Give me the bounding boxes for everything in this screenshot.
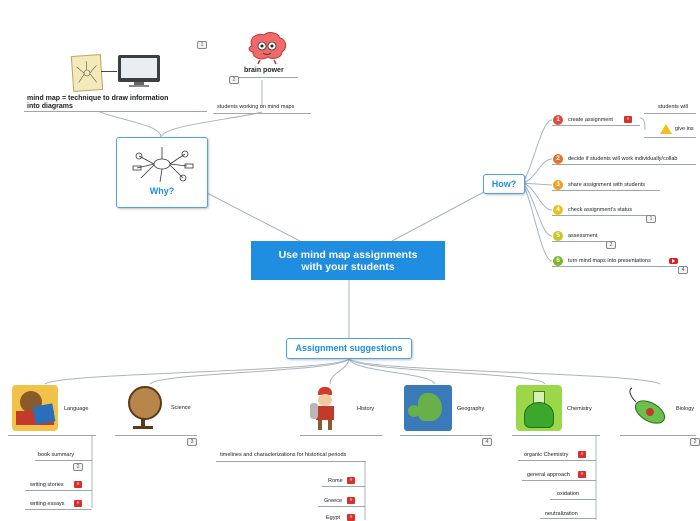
paper-drawing-icon [70, 53, 104, 93]
flag-icon: » [347, 514, 355, 521]
step-number-2: 2 [553, 154, 563, 164]
arrow-icon [101, 71, 117, 72]
subject-history-label[interactable]: History [357, 406, 375, 412]
chemistry-item[interactable]: organic Chemistry [524, 452, 569, 458]
chemistry-flask-icon [516, 385, 562, 431]
step-number-5: 5 [553, 231, 563, 241]
step-label[interactable]: assessment [568, 233, 598, 239]
bacteria-icon [624, 386, 670, 432]
flag-icon: » [74, 481, 82, 488]
subject-biology-label[interactable]: Biology [676, 406, 695, 412]
central-title-line1: Use mind map assignments [278, 248, 418, 261]
give-instructions-label[interactable]: give ins [675, 126, 694, 132]
step-label[interactable]: decide if students will work individuall… [568, 156, 678, 162]
language-item[interactable]: writing stories [30, 482, 64, 488]
definition-line1: mind map = technique to draw information [27, 95, 169, 102]
step-number-3: 3 [553, 180, 563, 190]
assignment-suggestions-label: Assignment suggestions [295, 343, 403, 353]
students-working-label: students working on mind maps [217, 104, 295, 110]
flag-icon: » [624, 116, 632, 123]
flag-icon: » [347, 477, 355, 484]
count-badge[interactable]: 4 [482, 438, 492, 446]
subject-language-label[interactable]: Language [64, 406, 89, 412]
mindmap-sketch-icon [132, 147, 194, 183]
students-will-label[interactable]: students will [658, 104, 688, 110]
subject-geography-label[interactable]: Geography [457, 406, 485, 412]
count-badge[interactable]: 2 [690, 438, 700, 446]
central-title-line2: with your students [301, 260, 395, 273]
central-topic[interactable]: Use mind map assignments with your stude… [251, 241, 445, 280]
step-number-6: 6 [553, 256, 563, 266]
language-reader-icon [12, 385, 58, 431]
subject-chemistry-label[interactable]: Chemistry [567, 406, 592, 412]
step-label[interactable]: turn mind maps into presentations [568, 258, 651, 264]
youtube-icon [669, 258, 678, 264]
history-item[interactable]: timelines and characterizations for hist… [220, 452, 347, 458]
definition-line2: into diagrams [27, 103, 73, 110]
brain-power-label: brain power [244, 67, 284, 74]
monitor-icon [118, 55, 160, 87]
chemistry-item[interactable]: general approach [527, 472, 570, 478]
why-node[interactable]: Why? [116, 137, 208, 208]
roman-soldier-icon [308, 385, 344, 431]
flag-icon: » [578, 451, 586, 458]
count-badge[interactable]: 2 [229, 76, 239, 84]
step-label[interactable]: check assignment's status [568, 207, 633, 213]
how-label: How? [491, 179, 517, 189]
count-badge[interactable]: 4 [678, 266, 688, 274]
history-item[interactable]: Greece [324, 498, 343, 504]
language-item[interactable]: writing essays [30, 501, 65, 507]
language-item[interactable]: book summary [38, 452, 75, 458]
flag-icon: » [74, 500, 82, 507]
brain-icon [246, 30, 288, 65]
step-label[interactable]: create assignment [568, 117, 613, 123]
why-label: Why? [149, 186, 175, 196]
step-label[interactable]: share assignment with students [568, 182, 646, 188]
globe-icon [126, 386, 162, 430]
history-item[interactable]: Egypt [326, 515, 341, 521]
how-node[interactable]: How? [483, 174, 525, 194]
chemistry-item[interactable]: neutralization [545, 511, 578, 517]
count-badge[interactable]: 1 [646, 215, 656, 223]
definition-text: mind map = technique to draw information… [27, 95, 168, 111]
count-badge[interactable]: 1 [197, 41, 207, 49]
step-number-4: 4 [553, 205, 563, 215]
subject-science-label[interactable]: Science [171, 405, 191, 411]
chemistry-item[interactable]: oxidation [557, 491, 580, 497]
step-number-1: 1 [553, 115, 563, 125]
history-item[interactable]: Rome [328, 478, 343, 484]
flag-icon: » [347, 497, 355, 504]
assignment-suggestions-node[interactable]: Assignment suggestions [286, 338, 412, 359]
count-badge[interactable]: 3 [187, 438, 197, 446]
europe-map-icon [404, 385, 452, 431]
warning-icon [660, 124, 672, 134]
count-badge[interactable]: 2 [73, 463, 83, 471]
count-badge[interactable]: 2 [606, 241, 616, 249]
flag-icon: » [578, 471, 586, 478]
